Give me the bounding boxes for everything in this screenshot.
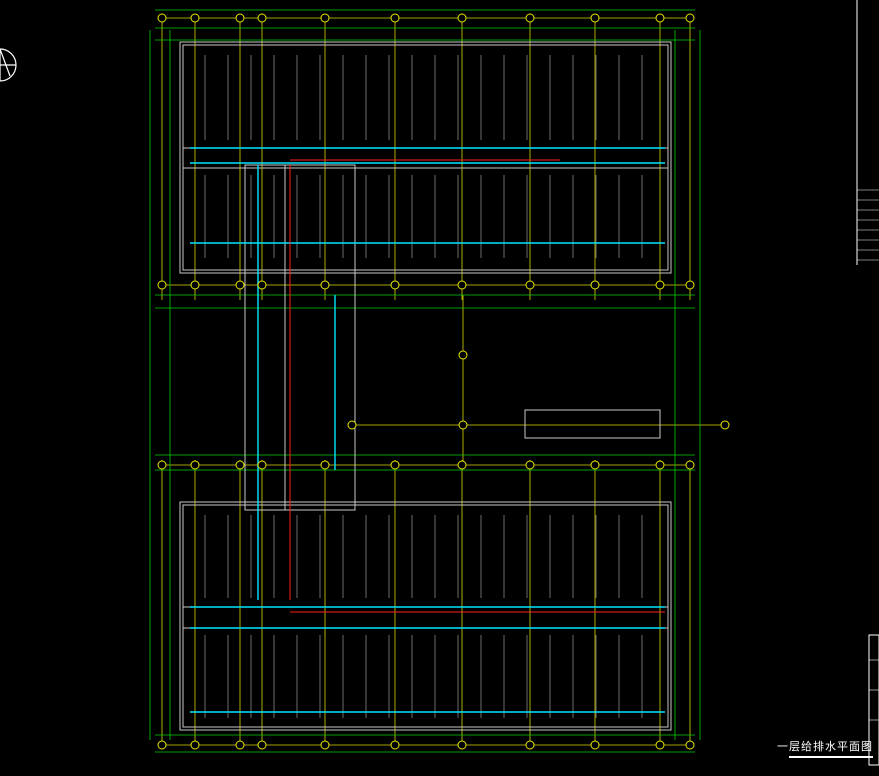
axis-bubble bbox=[458, 420, 468, 430]
axis-bubble bbox=[390, 460, 400, 470]
axis-grid bbox=[161, 17, 725, 746]
top-wing-outer bbox=[179, 41, 672, 274]
axis-bubbles bbox=[157, 13, 730, 750]
axis-bubble bbox=[257, 280, 267, 290]
axis-bubble bbox=[257, 740, 267, 750]
axis-bubble bbox=[157, 460, 167, 470]
axis-bubble bbox=[590, 740, 600, 750]
axis-bubble bbox=[457, 13, 467, 23]
axis-bubble bbox=[235, 460, 245, 470]
axis-bubble bbox=[590, 460, 600, 470]
compass-north-icon bbox=[0, 48, 17, 82]
axis-bubble bbox=[190, 460, 200, 470]
bottom-wing-outline bbox=[182, 504, 669, 728]
drawing-title: 一层给排水平面图 bbox=[777, 740, 873, 753]
axis-bubble bbox=[390, 280, 400, 290]
axis-bubble bbox=[655, 460, 665, 470]
room-partitions bbox=[204, 55, 643, 718]
axis-bubble bbox=[457, 280, 467, 290]
water-supply-pipes bbox=[190, 147, 665, 713]
axis-bubble bbox=[190, 740, 200, 750]
axis-bubble bbox=[390, 740, 400, 750]
axis-bubble bbox=[157, 280, 167, 290]
axis-bubble bbox=[257, 460, 267, 470]
axis-bubble bbox=[320, 460, 330, 470]
axis-bubble bbox=[320, 740, 330, 750]
axis-bubble bbox=[655, 280, 665, 290]
axis-bubble bbox=[525, 740, 535, 750]
equipment-pad bbox=[524, 409, 661, 439]
building-walls bbox=[179, 41, 672, 731]
axis-bubble bbox=[590, 280, 600, 290]
top-wing-outline bbox=[182, 44, 669, 271]
axis-bubble bbox=[655, 740, 665, 750]
axis-bubble bbox=[235, 740, 245, 750]
axis-bubble bbox=[525, 460, 535, 470]
drain-pipes bbox=[289, 159, 665, 613]
axis-bubble bbox=[157, 13, 167, 23]
axis-bubble bbox=[190, 280, 200, 290]
axis-bubble bbox=[457, 740, 467, 750]
axis-bubble bbox=[190, 13, 200, 23]
axis-bubble bbox=[685, 740, 695, 750]
axis-bubble bbox=[347, 420, 357, 430]
axis-bubble bbox=[320, 280, 330, 290]
axis-bubble bbox=[590, 13, 600, 23]
axis-bubble bbox=[235, 280, 245, 290]
dimension-lines bbox=[149, 9, 701, 753]
axis-bubble bbox=[235, 13, 245, 23]
axis-bubble bbox=[457, 460, 467, 470]
axis-bubble bbox=[655, 13, 665, 23]
axis-bubble bbox=[157, 740, 167, 750]
title-block-strip bbox=[855, 0, 879, 772]
axis-bubble bbox=[685, 460, 695, 470]
axis-bubble bbox=[390, 13, 400, 23]
axis-bubble bbox=[320, 13, 330, 23]
bottom-wing-outer bbox=[179, 501, 672, 731]
axis-bubble bbox=[458, 350, 468, 360]
axis-bubble bbox=[525, 280, 535, 290]
axis-bubble bbox=[257, 13, 267, 23]
connector-outline bbox=[244, 164, 356, 511]
axis-bubble bbox=[720, 420, 730, 430]
axis-bubble bbox=[525, 13, 535, 23]
axis-bubble bbox=[685, 13, 695, 23]
axis-bubble bbox=[685, 280, 695, 290]
drawing-title-underline bbox=[789, 756, 873, 758]
